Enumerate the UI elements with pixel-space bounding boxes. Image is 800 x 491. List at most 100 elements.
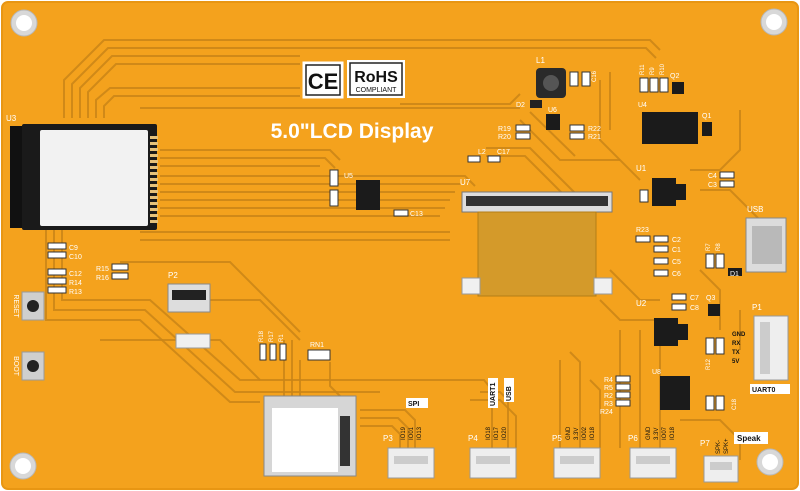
l2-c17: L2 C17 [467, 149, 510, 163]
left-passives: C9 C10 C12 R14 R13 R15 R16 [47, 242, 129, 296]
module-pins [150, 136, 158, 223]
ce-mark-text: CE [308, 69, 339, 94]
lcd-flex-cable [477, 211, 597, 297]
ref-r13: R13 [69, 289, 82, 296]
ref-u4: U4 [638, 102, 647, 109]
speaker-label: Speak [737, 434, 761, 443]
ref-r9: R9 [650, 67, 656, 75]
ref-q3: Q3 [706, 295, 715, 302]
p5-pin-1: GND [566, 426, 572, 440]
p5-pin-4: IO18 [590, 426, 596, 440]
uart0-header-p1[interactable]: P1 GND RX TX 5V UART0 [732, 303, 790, 394]
ref-c16: C16 [592, 70, 598, 82]
capacitor-column: C2 C1 C5 C6 R23 [635, 227, 681, 278]
ref-c5: C5 [672, 259, 681, 266]
ref-p4: P4 [468, 434, 478, 443]
speaker-connector-p7[interactable]: P7 Speak SPK- SPK+ [700, 432, 768, 483]
ref-c7: C7 [690, 295, 699, 302]
ref-r1: R1 [279, 334, 285, 342]
ref-c10: C10 [69, 254, 82, 261]
chip-u4: U4 Q1 R11 R9 R10 Q2 [638, 63, 712, 144]
sd-card-slot[interactable] [263, 395, 357, 477]
io-connector-p6[interactable]: P6 GND 3.3V IO07 IO18 [628, 426, 677, 479]
connector-p2: P2 [167, 271, 211, 313]
ce-mark: CE [302, 61, 344, 99]
rohs-mark-text: RoHS [354, 69, 398, 86]
mount-hole-bottom-left [9, 452, 37, 480]
ref-c2: C2 [672, 237, 681, 244]
ref-r18: R18 [259, 330, 265, 342]
d1-r7-r8: R7 R8 D1 [705, 243, 742, 278]
ref-r23: R23 [636, 227, 649, 234]
ref-c17: C17 [497, 149, 510, 156]
ref-u3: U3 [6, 114, 17, 123]
ref-l2: L2 [478, 149, 486, 156]
ref-r4: R4 [604, 377, 613, 384]
p7-pin-2: SPK+ [724, 438, 730, 454]
ref-r7: R7 [706, 243, 712, 251]
chip-u8: U8 R4 R5 R2 R3 R24 C18 [600, 369, 738, 416]
ref-c12: C12 [69, 271, 82, 278]
spi-connector-p3[interactable]: P3 SPI IO19 IO01 IO13 [383, 398, 435, 479]
spi-pin-3: IO13 [417, 426, 423, 440]
ref-c4: C4 [708, 173, 717, 180]
ref-p1: P1 [752, 303, 762, 312]
boot-button[interactable]: BOOT [12, 351, 45, 381]
uart0-label: UART0 [752, 387, 775, 394]
p6-pin-3: IO07 [662, 426, 668, 440]
rohs-mark: RoHS COMPLIANT [347, 60, 405, 98]
mount-hole-top-left [10, 9, 38, 37]
ref-u1: U1 [636, 164, 647, 173]
p6-pin-2: 3.3V [654, 428, 660, 440]
reset-button-label: RESET [12, 294, 19, 318]
ref-u7: U7 [460, 178, 471, 187]
r19-r22-group: R19 R20 R22 R21 [498, 124, 601, 141]
spi-pin-1: IO19 [401, 426, 407, 440]
crystal-pad [175, 333, 211, 349]
uart1-pin-2: IO17 [494, 426, 500, 440]
board-title: 5.0"LCD Display [271, 120, 434, 143]
p5-pin-2: 3.3V [574, 428, 580, 440]
usb-connector[interactable]: USB [745, 205, 787, 273]
ref-c13: C13 [410, 211, 423, 218]
ref-c9: C9 [69, 245, 78, 252]
ref-l1: L1 [536, 56, 545, 65]
ref-r24: R24 [600, 409, 613, 416]
ref-u6: U6 [548, 107, 557, 114]
rohs-compliant-text: COMPLIANT [356, 87, 398, 94]
ref-p6: P6 [628, 434, 638, 443]
ref-r11: R11 [640, 64, 646, 75]
ref-p7: P7 [700, 439, 710, 448]
uart1-label: UART1 [490, 383, 497, 406]
ref-r22: R22 [588, 126, 601, 133]
reset-button[interactable]: RESET [12, 291, 45, 321]
ref-r8: R8 [716, 243, 722, 251]
usb2-label: USB [506, 386, 513, 401]
r12-resistors: R12 [705, 337, 725, 370]
ref-c1: C1 [672, 247, 681, 254]
p7-pin-1: SPK- [716, 440, 722, 454]
ref-r21: R21 [588, 134, 601, 141]
regulator-u2: U2 C7 C8 Q3 [636, 293, 720, 346]
uart1-pin-1: IO18 [486, 426, 492, 440]
ref-r16: R16 [96, 275, 109, 282]
ref-r2: R2 [604, 393, 613, 400]
ref-d1: D1 [730, 271, 739, 278]
ref-rn1: RN1 [310, 342, 324, 349]
uart0-pin-tx: TX [732, 350, 740, 356]
chip-u5: U5 C13 [329, 169, 423, 218]
regulator-u1: U1 C4 C3 [636, 164, 735, 206]
io-connector-p5[interactable]: P5 GND 3.3V IO02 IO18 [552, 426, 601, 479]
ref-u8: U8 [652, 369, 661, 376]
ref-r15: R15 [96, 266, 109, 273]
ref-r5: R5 [604, 385, 613, 392]
ref-p5: P5 [552, 434, 562, 443]
p5-pin-3: IO02 [582, 426, 588, 440]
usb-label: USB [747, 205, 763, 214]
ref-c18: C18 [732, 398, 738, 410]
boot-button-label: BOOT [12, 356, 19, 377]
uart1-connector-p4[interactable]: P4 UART1 USB IO18 IO17 IO20 [468, 378, 517, 479]
ref-p3: P3 [383, 434, 393, 443]
ref-r20: R20 [498, 134, 511, 141]
